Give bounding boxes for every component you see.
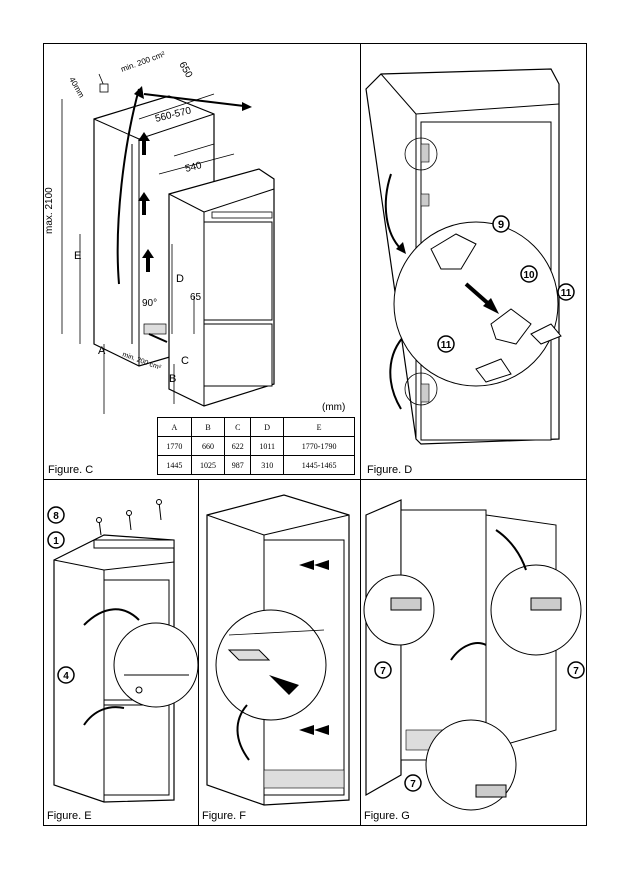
svg-text:11: 11 — [441, 340, 452, 351]
dim-540: 540 — [184, 160, 203, 175]
svg-text:9: 9 — [498, 219, 504, 231]
curved-arrow-icon — [389, 333, 407, 410]
table-header-row: A B C D E — [157, 417, 355, 437]
svg-text:1: 1 — [53, 536, 59, 547]
dim-B: B — [169, 373, 176, 385]
callout-7: 7 — [567, 661, 585, 679]
table-cell: 310 — [250, 455, 285, 475]
callout-1: 1 — [47, 531, 65, 549]
lower-door — [203, 323, 273, 387]
detail-magnifier — [215, 609, 327, 721]
table-cell: 1445 — [157, 455, 192, 475]
double-arrow-icon — [299, 725, 314, 735]
table-cell: 987 — [224, 455, 252, 475]
dimension-lines — [61, 73, 235, 414]
figure-d-panel: 9 10 11 11 Figure. D — [360, 43, 587, 480]
dimension-table: A B C D E 1770 660 622 1011 1770-1790 14… — [157, 417, 355, 475]
figure-g-panel: 7 7 7 Figure. G — [360, 479, 587, 826]
dim-max-2100: max. 2100 — [44, 187, 55, 234]
curved-arrow-icon — [83, 608, 140, 626]
table-row: 1770 660 622 1011 1770-1790 — [157, 436, 355, 456]
figure-e-label: Figure. E — [47, 810, 92, 822]
upper-door — [203, 221, 273, 321]
table-cell: 1025 — [190, 455, 226, 475]
figure-f-label: Figure. F — [202, 810, 247, 822]
hinge-icon — [420, 143, 430, 163]
svg-text:11: 11 — [561, 288, 572, 299]
figure-g-label: Figure. G — [364, 810, 410, 822]
callout-4: 4 — [57, 666, 75, 684]
svg-text:7: 7 — [410, 779, 416, 790]
dim-angle: 90° — [142, 298, 157, 309]
curved-arrow-icon — [384, 173, 402, 250]
figure-f-panel: Figure. F — [198, 479, 361, 826]
figure-c-panel: 40mm min. 200 cm² 650 560-570 540 max. 2… — [43, 43, 361, 480]
table-header: D — [250, 417, 285, 437]
callout-8: 8 — [47, 506, 65, 524]
table-row: 1445 1025 987 310 1445-1465 — [157, 455, 355, 475]
detail-magnifier — [113, 622, 199, 708]
svg-text:8: 8 — [53, 511, 59, 522]
table-cell: 660 — [190, 436, 226, 456]
callout-10: 10 — [520, 265, 538, 283]
top-trim-strip — [93, 539, 175, 549]
figure-f-drawing — [206, 494, 350, 806]
table-cell: 1445-1465 — [283, 455, 355, 475]
svg-text:4: 4 — [63, 671, 69, 682]
callout-7: 7 — [404, 774, 422, 792]
screw-icon — [96, 517, 102, 536]
dim-650: 650 — [176, 60, 194, 80]
figure-e-drawing: 8 1 4 — [47, 499, 199, 803]
figure-c-label: Figure. C — [48, 464, 94, 476]
hinge-icon — [420, 193, 430, 207]
lower-door — [103, 704, 170, 796]
detail-magnifier — [393, 221, 559, 387]
svg-text:10: 10 — [523, 270, 535, 281]
screw-icon — [156, 499, 162, 521]
table-cell: 1770 — [157, 436, 192, 456]
curved-arrow-icon — [83, 706, 125, 726]
vent-corner-marker — [99, 83, 109, 93]
svg-text:7: 7 — [380, 666, 386, 677]
table-header: A — [157, 417, 192, 437]
hinge-icon — [420, 383, 430, 403]
fridge-cabinet — [365, 499, 402, 797]
airflow-arrows — [116, 86, 252, 343]
dim-C: C — [181, 355, 189, 367]
callout-9: 9 — [492, 215, 510, 233]
figure-c-drawing: 40mm min. 200 cm² 650 560-570 540 max. 2… — [44, 49, 275, 414]
curved-arrow-icon — [450, 642, 487, 661]
callout-11: 11 — [557, 283, 575, 301]
figure-g-drawing: 7 7 7 — [363, 499, 585, 811]
callout-11: 11 — [437, 335, 455, 353]
double-arrow-icon — [299, 560, 314, 570]
table-unit: (mm) — [322, 402, 346, 413]
curved-arrow-icon — [236, 704, 250, 761]
dim-40mm: 40mm — [67, 76, 86, 100]
figure-d-drawing: 9 10 11 11 — [365, 68, 575, 445]
dim-D: D — [176, 273, 184, 285]
dim-65: 65 — [190, 292, 202, 303]
callout-7: 7 — [374, 661, 392, 679]
vent-grille — [143, 323, 167, 335]
svg-text:7: 7 — [573, 666, 579, 677]
curved-arrow-icon — [495, 529, 527, 571]
screw-icon — [126, 510, 132, 531]
table-header: B — [190, 417, 226, 437]
table-header: E — [283, 417, 355, 437]
table-cell: 1011 — [250, 436, 285, 456]
table-cell: 622 — [224, 436, 252, 456]
table-header: C — [224, 417, 252, 437]
figure-d-label: Figure. D — [367, 464, 413, 476]
dim-A: A — [98, 345, 106, 357]
table-cell: 1770-1790 — [283, 436, 355, 456]
dim-E: E — [74, 250, 81, 262]
vent-grille — [263, 769, 345, 789]
figure-e-panel: 8 1 4 Figure. E — [43, 479, 199, 826]
dim-min-200: min. 200 cm² — [120, 49, 167, 73]
